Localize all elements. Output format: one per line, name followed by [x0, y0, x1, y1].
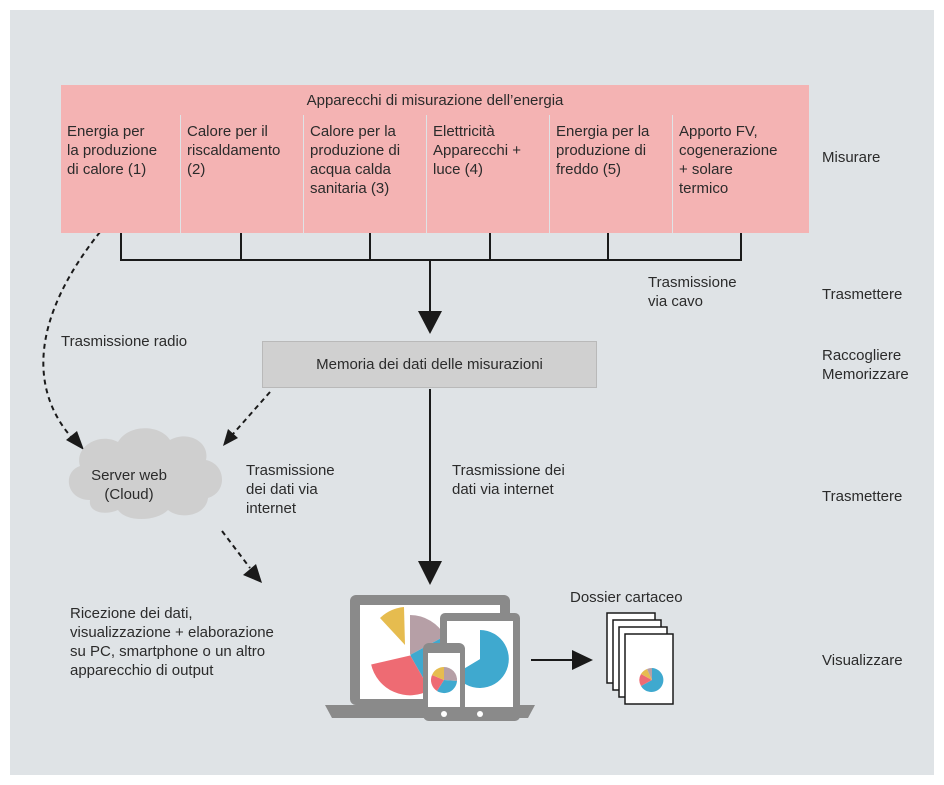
step-collect-store: Raccogliere Memorizzare	[822, 347, 909, 383]
step-transmit-2: Trasmettere	[822, 488, 903, 505]
storage-cloud-dashed	[232, 391, 271, 435]
cloud-icon	[68, 428, 223, 519]
internet-arrowhead	[418, 561, 442, 585]
meters-header: Apparecchi di misurazione dell’energia	[61, 85, 809, 115]
smartphone-pie-chart	[430, 667, 458, 694]
cloud-internet-label: Trasmissione dei dati via internet	[246, 462, 335, 517]
radio-transmission-label: Trasmissione radio	[61, 333, 188, 350]
paper-dossier-label: Dossier cartaceo	[570, 589, 683, 606]
data-reception-label: Ricezione dei dati, visualizzazione + el…	[70, 605, 274, 679]
meter-pv-cogeneration-solar: Apporto FV, cogenerazione + solare termi…	[673, 115, 809, 233]
meter-hot-water: Calore per la produzione di acqua calda …	[304, 115, 426, 233]
measurement-data-storage: Memoria dei dati delle misurazioni	[262, 341, 597, 388]
cloud-server-label: Server web (Cloud)	[91, 467, 167, 503]
storage-cloud-arrowhead	[223, 429, 238, 446]
device-internet-label: Trasmissione dei dati via internet	[452, 462, 565, 498]
step-transmit-1: Trasmettere	[822, 286, 903, 303]
step-visualize: Visualizzare	[822, 652, 903, 669]
meter-heat-production: Energia per la produzione di calore (1)	[61, 115, 180, 233]
radio-dashed-arrow	[42, 231, 101, 439]
cable-arrowhead	[418, 311, 442, 334]
paper-arrowhead	[572, 650, 593, 670]
cable-transmission-label: Trasmissione via cavo	[648, 274, 737, 310]
cloud-device-arrowhead	[243, 564, 262, 583]
meter-electricity: Elettricità Apparecchi + luce (4)	[427, 115, 549, 233]
paper-stack-icon	[606, 612, 674, 705]
cloud-device-dashed	[221, 530, 251, 569]
meter-space-heating: Calore per il riscaldamento (2)	[181, 115, 303, 233]
cable-bus	[120, 233, 742, 261]
meter-cooling: Energia per la produzione di freddo (5)	[550, 115, 672, 233]
paper-pie-chart	[639, 667, 664, 692]
step-measure: Misurare	[822, 149, 881, 166]
radio-arrowhead	[66, 431, 84, 450]
